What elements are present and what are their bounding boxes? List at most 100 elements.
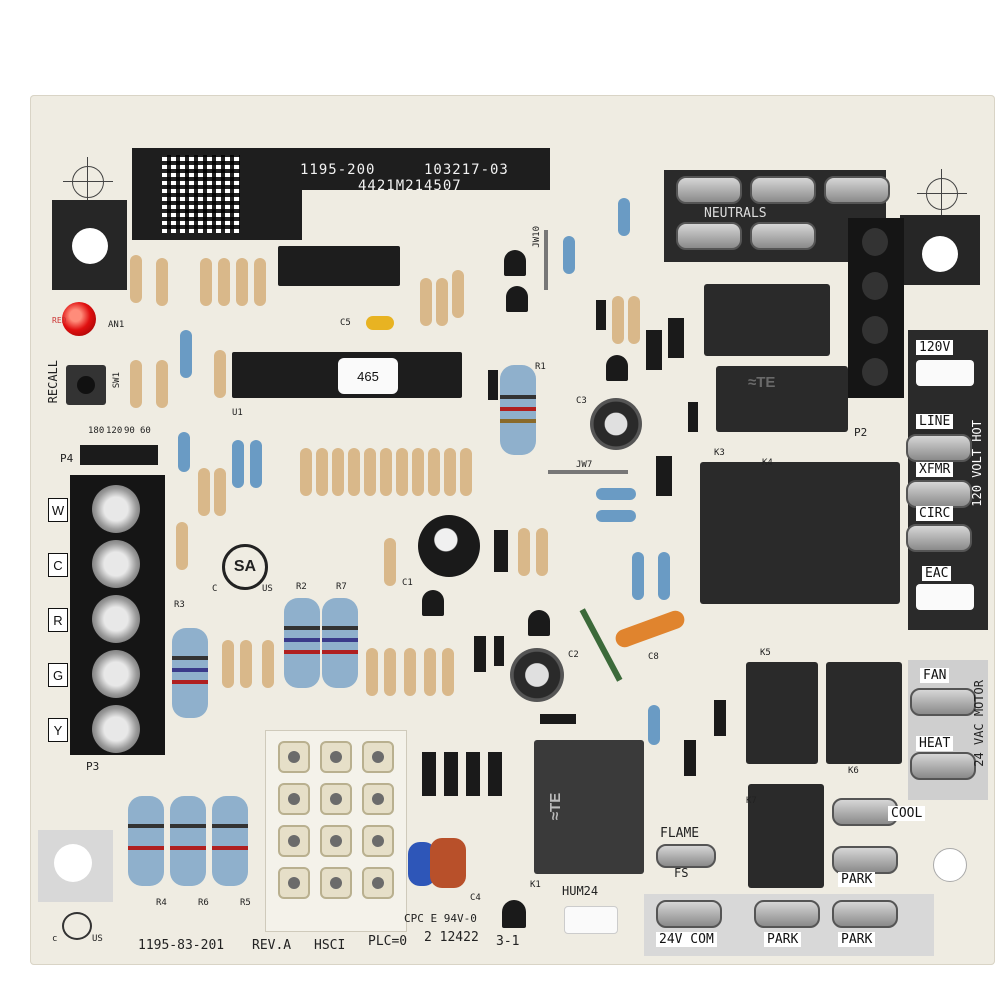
power-resistor-r5 (212, 796, 248, 886)
label-circ: CIRC (916, 506, 954, 521)
resistor (436, 278, 448, 326)
terminal-screw-r[interactable] (92, 595, 140, 643)
resistor (262, 640, 274, 688)
switch-ref: SW1 (112, 372, 122, 389)
k1-ref: K1 (530, 880, 541, 890)
terminal-xfmr[interactable] (906, 480, 972, 508)
board-lot: 3-1 (496, 934, 520, 949)
motor-side-label: 24 VAC MOTOR (972, 680, 986, 767)
terminal-screw-y[interactable] (92, 705, 140, 753)
diode (656, 456, 672, 496)
csa-c: C (212, 584, 218, 594)
status-led (62, 302, 96, 336)
resistor (316, 448, 328, 496)
label-24v-com: 24V COM (656, 932, 717, 947)
terminal-eac[interactable] (916, 584, 974, 610)
terminal-flame[interactable] (656, 844, 716, 868)
resistor (178, 432, 190, 472)
mounting-hole (54, 844, 92, 882)
neutral-terminal[interactable] (750, 176, 816, 204)
resistor (612, 296, 624, 344)
terminal-heat[interactable] (910, 752, 976, 780)
r2-ref: R2 (296, 582, 307, 592)
r1-ref: R1 (535, 362, 546, 372)
recall-button[interactable] (66, 365, 106, 405)
flame-label: FLAME (660, 826, 700, 841)
csa-logo: SA (222, 544, 268, 590)
blower-delay-jumper[interactable] (80, 445, 158, 465)
terminal-circ[interactable] (906, 524, 972, 552)
connector-socket (278, 741, 310, 773)
resistor (460, 448, 472, 496)
terminal-hum24[interactable] (564, 906, 618, 934)
board-cpc: CPC E 94V-0 (404, 912, 477, 925)
board-plc: PLC=0 (368, 934, 408, 949)
recall-label: RECALL (46, 360, 60, 404)
main-harness-connector[interactable] (265, 730, 407, 932)
resistor (518, 528, 530, 576)
jumper-value-90: 90 (124, 426, 135, 436)
resistor (380, 448, 392, 496)
relay-k1: ≈TE (534, 740, 644, 874)
transistor (506, 286, 528, 312)
resistor (628, 296, 640, 344)
neutral-terminal[interactable] (750, 222, 816, 250)
resistor (452, 270, 464, 318)
resistor (176, 522, 188, 570)
c8-ref: C8 (648, 652, 659, 662)
connector-pin (862, 316, 888, 344)
fiducial-crosshair (917, 169, 967, 219)
label-park: PARK (764, 932, 802, 947)
capacitor-c5 (366, 316, 394, 330)
fiducial-crosshair (63, 157, 113, 207)
power-resistor-r3 (172, 628, 208, 718)
power-resistor-r7 (322, 598, 358, 688)
neutral-terminal[interactable] (824, 176, 890, 204)
terminal-cool[interactable] (832, 798, 898, 826)
relay-k7 (748, 784, 824, 888)
te-logo: ≈TE (748, 374, 776, 391)
terminal-park[interactable] (832, 900, 898, 928)
ul-us: US (92, 934, 103, 944)
label-heat: HEAT (916, 736, 954, 751)
c1-ref: C1 (402, 578, 413, 588)
terminal-24v-com[interactable] (656, 900, 722, 928)
terminal-screw-c[interactable] (92, 540, 140, 588)
resistor (428, 448, 440, 496)
neutral-terminal[interactable] (676, 176, 742, 204)
p2-ref: P2 (854, 426, 868, 439)
resistor (214, 468, 226, 516)
resistor (396, 448, 408, 496)
capacitor-c1 (418, 515, 480, 577)
power-resistor-r1 (500, 365, 536, 455)
resistor (404, 648, 416, 696)
terminal-screw-w[interactable] (92, 485, 140, 533)
resistor (198, 468, 210, 516)
terminal-screw-g[interactable] (92, 650, 140, 698)
relay-k6 (826, 662, 902, 764)
resistor (563, 236, 575, 274)
neutral-terminal[interactable] (676, 222, 742, 250)
label-120v: 120V (916, 340, 954, 355)
lot-number: 103217-03 (424, 162, 509, 178)
terminal-line[interactable] (906, 434, 972, 462)
transistor (606, 355, 628, 381)
terminal-120v[interactable] (916, 360, 974, 386)
thermostat-terminal-block (70, 475, 165, 755)
resistor (442, 648, 454, 696)
capacitor-c4 (430, 838, 466, 888)
r7-ref: R7 (336, 582, 347, 592)
connector-socket (320, 741, 352, 773)
terminal-park[interactable] (754, 900, 820, 928)
line-side-label: 120 VOLT HOT (970, 420, 984, 507)
qr-code (162, 155, 240, 233)
connector-socket (278, 867, 310, 899)
resistor (424, 648, 436, 696)
power-resistor-r2 (284, 598, 320, 688)
resistor (180, 330, 192, 378)
neutrals-label: NEUTRALS (704, 206, 767, 221)
resistor (200, 258, 212, 306)
resistor (222, 640, 234, 688)
terminal-fan[interactable] (910, 688, 976, 716)
terminal-park[interactable] (832, 846, 898, 874)
